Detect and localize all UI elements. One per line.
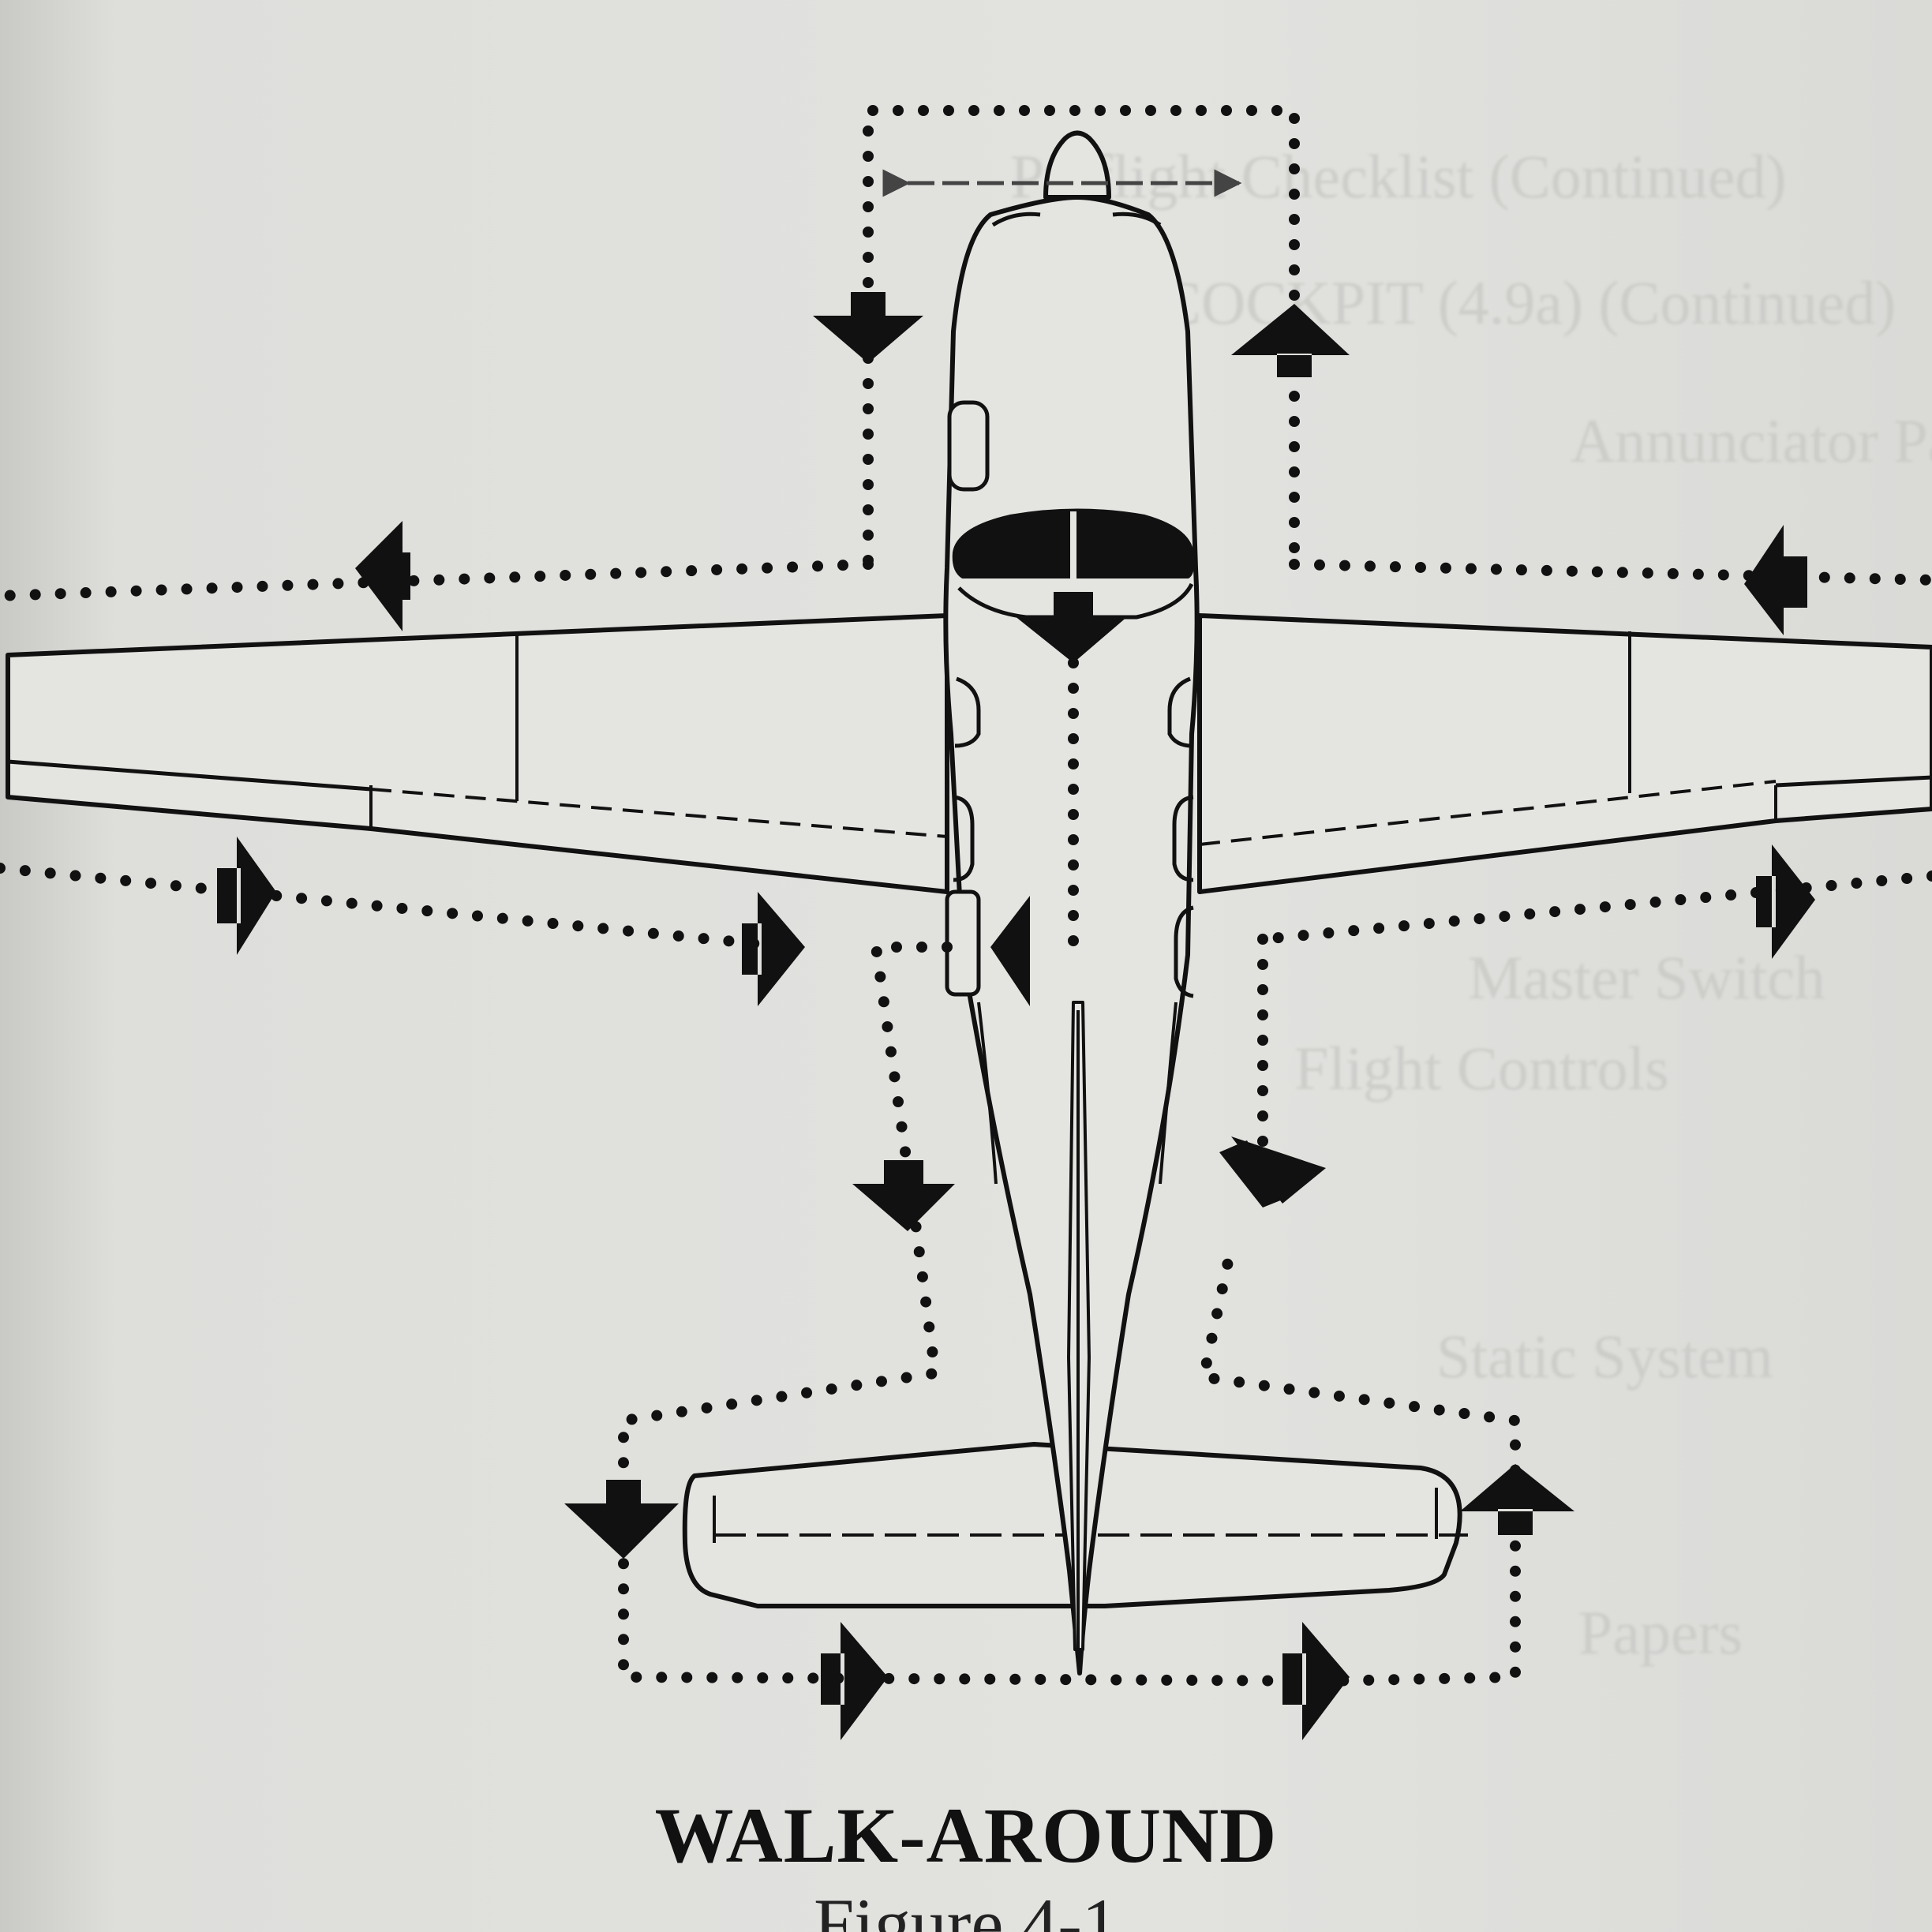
- arrow-left-tail-down: [852, 1160, 955, 1231]
- arrow-nose-right-up: [1231, 304, 1350, 377]
- right-fuselage-inner: [1159, 1002, 1178, 1185]
- right-rear-window: [1174, 905, 1194, 998]
- left-wing: [6, 613, 949, 894]
- cowling-inlet-right: [1112, 212, 1162, 227]
- arrow-stab-left-down: [564, 1480, 679, 1559]
- right-flap-line: [1199, 780, 1777, 846]
- figure-number: Figure 4-1: [814, 1884, 1118, 1932]
- right-door: [1172, 795, 1194, 882]
- arrow-left-fuselage-side: [990, 896, 1030, 1006]
- arrow-right-tail-up: [1219, 1136, 1326, 1208]
- left-flap-line: [370, 788, 948, 838]
- path-right-wing-rear: [1257, 871, 1932, 945]
- arrow-left-wing-front: [355, 521, 410, 631]
- direction-arrows: [217, 292, 1815, 1740]
- arrow-tail-bottom-left: [821, 1622, 888, 1740]
- arrow-nose-left-down: [813, 292, 923, 363]
- arrow-stab-right-up: [1460, 1464, 1574, 1535]
- arrow-tail-bottom-right: [1282, 1622, 1350, 1740]
- left-fuselage-inner: [977, 1002, 998, 1185]
- path-left-wing-rear: [0, 863, 795, 953]
- figure-title: WALK-AROUND: [654, 1792, 1278, 1879]
- arrow-left-wing-rear: [217, 837, 276, 955]
- right-window-front: [1167, 676, 1193, 748]
- right-aileron-line: [1775, 775, 1932, 788]
- propeller-spinner: [1043, 130, 1111, 200]
- arrow-left-flap: [742, 892, 805, 1006]
- left-aileron-line: [7, 759, 372, 792]
- aircraft-outline: [6, 130, 1932, 1676]
- cowling-inlet-left: [991, 212, 1041, 227]
- path-left-wing-front: [0, 559, 874, 601]
- arrow-cabin-down: [1014, 592, 1129, 663]
- arrow-right-wing-front: [1744, 525, 1807, 635]
- oil-door: [947, 400, 990, 492]
- right-wing: [1197, 613, 1932, 894]
- left-door: [953, 795, 975, 882]
- left-rear-window: [945, 889, 981, 997]
- path-right-wing-front: [1289, 559, 1932, 586]
- path-left-fuselage: [618, 942, 1521, 1687]
- arrow-right-wing-rear: [1756, 844, 1815, 959]
- left-window-front: [954, 676, 981, 748]
